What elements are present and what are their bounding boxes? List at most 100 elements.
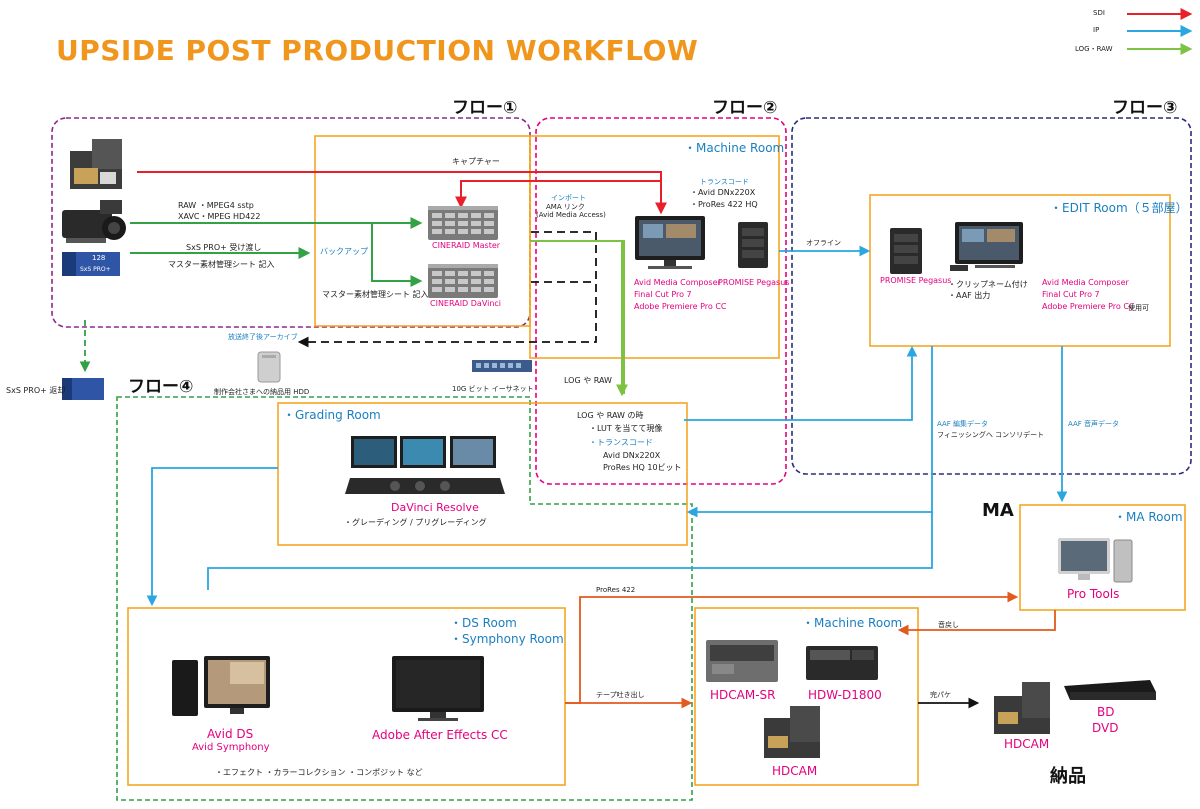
sdi-arrows: [137, 171, 667, 215]
grading-room-box: [277, 402, 688, 546]
orange-arrows: [565, 591, 1056, 709]
backup-label: バックアップ: [320, 247, 368, 256]
ds-desc: ・エフェクト ・カラーコレクション ・コンポジット など: [215, 768, 423, 777]
cineraid-master-label: CINERAID Master: [432, 241, 501, 250]
edit-room-box: [869, 194, 1171, 347]
complete-package-label: 完パケ: [930, 691, 951, 699]
cineraid-master-icon: [428, 206, 498, 240]
lut-label: ・LUT を当てて現像: [589, 424, 663, 433]
tape-out-label: テープ吐き出し: [596, 691, 645, 699]
flow4-region: [116, 396, 693, 801]
ethernet-switch-icon: [472, 360, 532, 372]
ds-room-box: [127, 607, 566, 786]
hdcam-label: HDCAM: [772, 764, 818, 778]
ama-link-line2: (Avid Media Access): [536, 211, 606, 219]
ma-heading: MA: [982, 500, 1014, 521]
hdcam-sr-label: HDCAM-SR: [710, 688, 776, 702]
edit-app-3: Adobe Premiere Pro CC: [1042, 302, 1135, 311]
legend-ip: IP: [1093, 26, 1100, 34]
edit-app-1: Avid Media Composer: [1042, 278, 1129, 287]
delivery-hdcam-icon: [994, 682, 1050, 734]
edit-room-label: ・EDIT Room（５部屋）: [1050, 201, 1188, 215]
prores422-label: ProRes 422: [596, 586, 636, 594]
import-label: インポート: [551, 194, 586, 202]
machine-storage-label: PROMISE Pegasus: [718, 278, 790, 287]
avid-ds-label: Avid DS: [207, 727, 254, 741]
page-title: UPSIDE POST PRODUCTION WORKFLOW: [56, 34, 699, 67]
machine-room-label: ・Machine Room: [684, 141, 785, 155]
grading-desc: ・グレーディング / プリグレーディング: [344, 518, 487, 527]
machine-app-1: Avid Media Composer: [634, 278, 721, 287]
legend: [1127, 8, 1193, 55]
aaf-output: ・AAF 出力: [948, 291, 991, 300]
protools-monitor-icon: [1058, 538, 1133, 583]
log-raw-label: LOG や RAW: [564, 376, 612, 385]
symphony-room-label: ・Symphony Room: [450, 632, 564, 646]
ds-workstation-icon: [172, 656, 270, 716]
flow3-label: フロー③: [1112, 98, 1178, 118]
audio-return-label: 音戻し: [938, 621, 959, 629]
clip-name: ・クリップネーム付け: [948, 280, 1028, 289]
sxs-card-capacity: 128: [92, 254, 106, 262]
flow3-region: [791, 117, 1192, 475]
hdcam-tape-icon: [764, 706, 820, 758]
codec-proreshq10: ProRes HQ 10ビット: [603, 463, 682, 472]
aaf-audio-label: AAF 音声データ: [1068, 420, 1120, 428]
machine-room2-box: [694, 607, 919, 786]
promise-pegasus-icon: [738, 222, 768, 268]
hdw-d1800-label: HDW-D1800: [808, 688, 882, 702]
raw-format-line2: XAVC・MPEG HD422: [178, 212, 261, 221]
flow4-label: フロー④: [128, 377, 194, 397]
ma-room-box: [1019, 504, 1186, 611]
davinci-resolve-label: DaVinci Resolve: [391, 501, 479, 514]
sxs-handover: SxS PRO+ 受け渡し: [186, 243, 262, 252]
ds-room-label: ・DS Room: [450, 616, 517, 630]
delivery-heading: 納品: [1050, 766, 1086, 787]
flow1-label: フロー①: [452, 98, 518, 118]
log-raw-arrow: [530, 240, 628, 397]
edit-monitor-icon: [635, 216, 705, 269]
usable-label: 使用可: [1128, 304, 1149, 312]
capture-label: キャプチャー: [452, 157, 500, 166]
ethernet-label: 10G ビット イーサネット: [452, 385, 534, 393]
dvd-label: DVD: [1092, 721, 1119, 735]
avid-symphony-label: Avid Symphony: [192, 742, 270, 753]
edit-app-2: Final Cut Pro 7: [1042, 290, 1100, 299]
ama-link-line1: AMA リンク: [546, 203, 585, 211]
archive-hdd-label: 制作会社さまへの納品用 HDD: [214, 388, 310, 396]
after-effects-label: Adobe After Effects CC: [372, 728, 508, 742]
raw-format-line1: RAW ・MPEG4 sstp: [178, 201, 254, 210]
aaf-edit-consolidate: フィニッシングへ コンソリデート: [937, 431, 1045, 439]
flow2-label: フロー②: [712, 98, 778, 118]
machine-room2-label: ・Machine Room: [802, 616, 903, 630]
after-effects-monitor-icon: [392, 656, 484, 721]
davinci-console-icon: [345, 436, 505, 494]
grading-room-label: ・Grading Room: [283, 408, 381, 422]
archive-hdd-icon: [257, 351, 281, 383]
codec-dnx220x-2: Avid DNx220X: [603, 451, 661, 460]
offline-label: オフライン: [806, 239, 841, 247]
cineraid-davinci-label: CINERAID DaVinci: [430, 299, 502, 308]
cinema-camera-icon: [62, 200, 126, 243]
transcode-label: トランスコード: [700, 178, 749, 186]
archive-label: 放送終了後アーカイブ: [228, 333, 298, 341]
machine-room-box: [529, 135, 780, 359]
bd-label: BD: [1097, 705, 1115, 719]
hdw-d1800-deck-icon: [806, 646, 878, 680]
flow2-region: [535, 117, 787, 485]
legend-sdi: SDI: [1093, 9, 1105, 17]
protools-label: Pro Tools: [1067, 587, 1120, 601]
ip-arrows: [146, 245, 1068, 607]
bd-player-icon: [1064, 680, 1156, 700]
sxs-return-label: SxS PRO+ 返却: [6, 386, 66, 395]
tape-stack-icon: [70, 139, 122, 189]
delivery-hdcam-label: HDCAM: [1004, 737, 1050, 751]
master-sheet-entry: マスター素材管理シート 記入: [168, 260, 275, 269]
edit-room-monitor-icon: [950, 222, 1023, 271]
codec-prores422hq: ・ProRes 422 HQ: [690, 200, 758, 209]
transcode2-label: ・トランスコード: [589, 438, 653, 447]
log-raw-time: LOG や RAW の時: [577, 411, 644, 420]
archive-arrow: [297, 231, 597, 348]
codec-dnx220x: ・Avid DNx220X: [690, 188, 756, 197]
